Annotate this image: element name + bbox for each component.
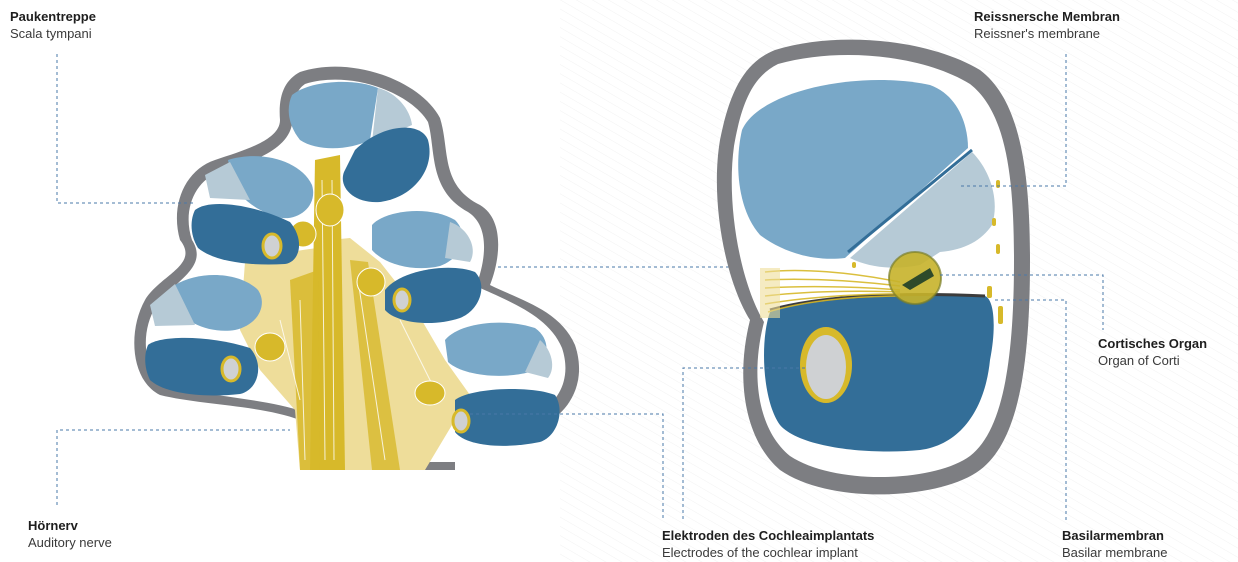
label-basilar-en: Basilar membrane	[1062, 544, 1168, 561]
label-auditory-nerve-en: Auditory nerve	[28, 534, 112, 551]
cochlear-duct-detail	[717, 40, 1030, 495]
leader-scala-tympani	[57, 54, 196, 203]
scala-vestibuli-top	[289, 82, 378, 148]
nerve-fiber-cap	[760, 268, 780, 318]
label-basilar-de: Basilarmembran	[1062, 527, 1168, 544]
electrode-lower-right	[453, 410, 469, 432]
scala-tympani-lower-right	[455, 389, 560, 446]
electrode-detail	[806, 335, 846, 399]
label-scala-tympani: Paukentreppe Scala tympani	[10, 8, 96, 42]
label-electrodes-de: Elektroden des Cochleaimplantats	[662, 527, 874, 544]
electrode-right-upper	[394, 289, 410, 311]
cochlea-cross-section	[134, 67, 579, 470]
label-auditory-nerve-de: Hörnerv	[28, 517, 112, 534]
label-reissner-en: Reissner's membrane	[974, 25, 1120, 42]
label-electrodes-en: Electrodes of the cochlear implant	[662, 544, 874, 561]
label-scala-tympani-en: Scala tympani	[10, 25, 96, 42]
electrode-upper-left	[263, 234, 281, 258]
scala-tympani-detail	[764, 296, 994, 452]
label-corti-de: Cortisches Organ	[1098, 335, 1207, 352]
label-reissner: Reissnersche Membran Reissner's membrane	[974, 8, 1120, 42]
label-corti: Cortisches Organ Organ of Corti	[1098, 335, 1207, 369]
label-auditory-nerve: Hörnerv Auditory nerve	[28, 517, 112, 551]
label-electrodes: Elektroden des Cochleaimplantats Electro…	[662, 527, 874, 561]
electrode-lower-left	[222, 357, 240, 381]
label-reissner-de: Reissnersche Membran	[974, 8, 1120, 25]
leader-auditory-nerve	[57, 430, 290, 505]
label-scala-tympani-de: Paukentreppe	[10, 8, 96, 25]
label-basilar: Basilarmembran Basilar membrane	[1062, 527, 1168, 561]
label-corti-en: Organ of Corti	[1098, 352, 1207, 369]
